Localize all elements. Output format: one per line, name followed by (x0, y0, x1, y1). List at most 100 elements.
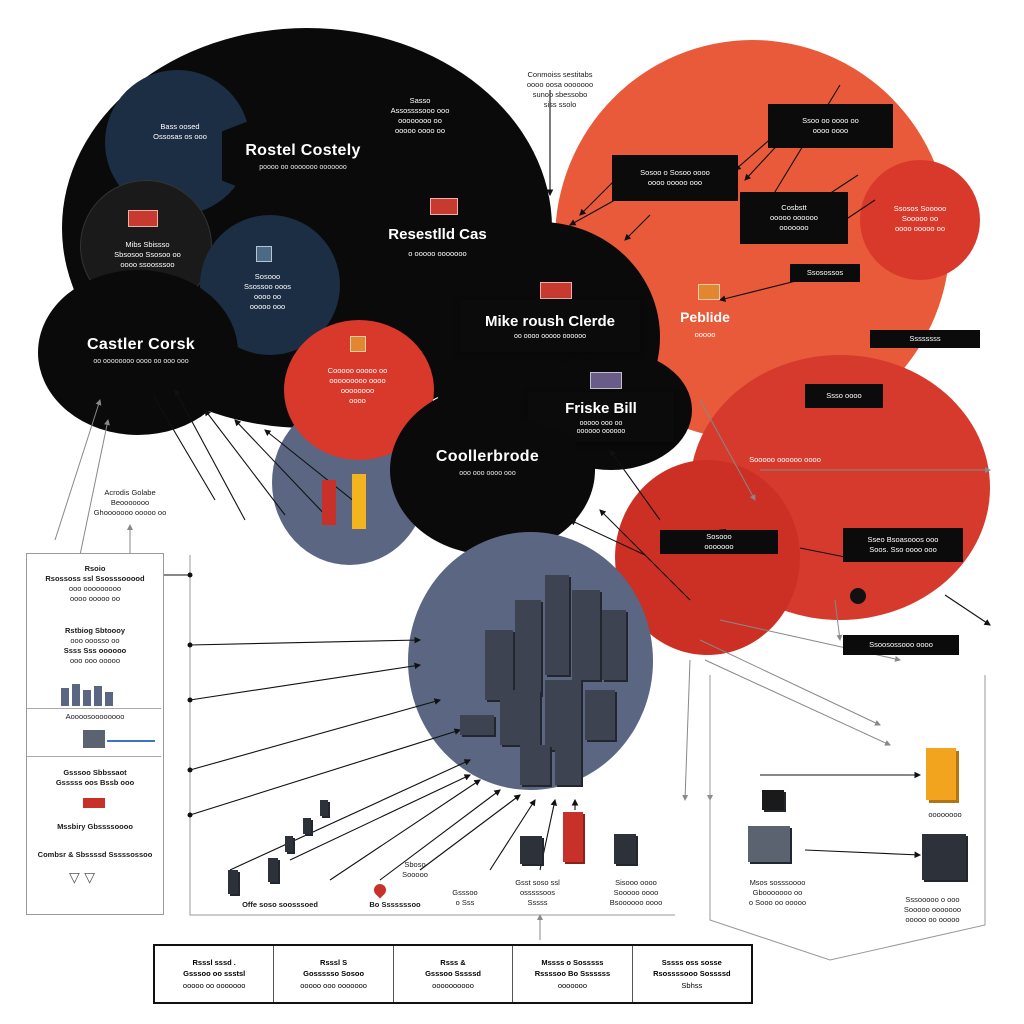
caption-c8-line-1: Sssooooo o ooo (905, 895, 960, 904)
legend-cell-2-line-3: ooooo ooo ooooooo (300, 980, 367, 990)
tag-t5-line-1: Ssssssss (909, 334, 941, 344)
node-coollet-title: Coollerbrode (435, 448, 540, 465)
caption-c4: Gsssoo o Sss (435, 888, 495, 908)
red-bar-icon (322, 480, 336, 525)
navy-circle-2-line-1: Mibs Sbissso (125, 240, 170, 249)
caption-c5-line-1: Gsst soso ssl (515, 878, 560, 887)
legend-cell-2: Rsssl S Gossssso Sosoo ooooo ooo ooooooo (274, 946, 394, 1002)
funnel-icons: ▽ ▽ (69, 870, 95, 886)
tag-t2-line-2: oooo ooooo ooo (647, 178, 703, 187)
left-block-5: Mssbiry Gbssssoooo (31, 822, 159, 832)
legend-cell-2-line-1: Rsssl S (320, 958, 348, 968)
left-block-1-line-4: oooo ooooo oo (69, 594, 121, 604)
caption-c3: Bo Sssssssoo (350, 900, 440, 910)
node-peblide-title: Peblide (680, 309, 730, 325)
left-block-2-line-1: Rstbiog Sbtoooy (65, 626, 125, 635)
left-block-6-line-1: Combsr & Sbssssd Sssssossoo (37, 850, 153, 859)
tag-t3: Cosbstt ooooo oooooo ooooooo (740, 192, 848, 244)
tag-t10: Ssoosossooo oooo (843, 635, 959, 655)
node-castler-title: Castler Corsk (87, 335, 195, 353)
left-block-4-line-1: Gsssoo Sbbssaot (63, 768, 127, 777)
node-respested-title: Resestlld Cas (388, 226, 487, 243)
tool-icon (83, 730, 105, 748)
top-callout-line-2: oooo oosa ooooooo (526, 80, 594, 90)
top-callout-line-1: Conmoiss sestitabs (527, 70, 593, 79)
left-block-5-line-1: Mssbiry Gbssssoooo (57, 822, 133, 831)
red-center-line-3: oooooooo (340, 386, 375, 396)
tag-t3-line-1: Cosbstt (781, 203, 807, 213)
caption-c1-text: Offe soso soosssoed (242, 900, 318, 909)
left-block-1: Rsoio Rsossoss ssl Ssosssooood ooo ooooo… (31, 564, 159, 605)
top-callout-line-3: sunoo sbessobo (532, 90, 588, 100)
tag-t1-line-1: Ssoo oo oooo oo (802, 116, 859, 126)
node-friske-sub: ooooo ooo oo (579, 419, 623, 427)
legend-cell-4-line-3: ooooooo (557, 980, 588, 990)
node-peblide[interactable]: Peblide ooooo (660, 308, 750, 340)
red-right-line-3: oooo ooooo oo (894, 224, 946, 234)
node-mike-sub: oo oooo ooooo oooooo (513, 332, 587, 340)
node-castler-corsk[interactable]: Castler Corsk oo oooooooo oooo oo ooo oo… (55, 300, 227, 400)
navy-circle-3-line-1: Sosooo (254, 272, 281, 281)
left-block-1-line-2: Rsossoss ssl Ssosssooood (45, 574, 145, 584)
caption-c4-line-1: Gsssoo (452, 888, 478, 897)
tag-t2-line-1: Sosoo o Sosoo oooo (640, 168, 710, 178)
navy-circle-1-line-2: Ossosas os ooo (153, 132, 207, 142)
navy-circle-2-text: Mibs Sbissso Sbsosoo Ssosoo oo oooo ssoo… (100, 240, 195, 270)
tag-t4-line-1: Ssosossos (806, 268, 844, 278)
tag-t7-line-1: Sosooo (706, 532, 732, 542)
legend-cell-1: Rsssl sssd . Gsssoo oo ssstsl ooooo oo o… (155, 946, 275, 1002)
navy-circle-3-line-3: oooo oo (253, 292, 282, 302)
legend-cell-1-line-1: Rsssl sssd . (192, 958, 236, 968)
red-lower-right-line-1: Sooooo oooooo oooo (749, 455, 821, 464)
chip-mike (540, 282, 572, 299)
navy-circle-3-line-4: ooooo ooo (249, 302, 286, 312)
red-right-circle (860, 160, 980, 280)
bar-chart-icon (61, 682, 117, 706)
tag-t1-line-2: oooo oooo (812, 126, 849, 135)
legend-cell-3-line-1: Rsss & (440, 958, 466, 968)
top-description-line-4: ooooo oooo oo (394, 126, 446, 136)
tag-t9: Sseo Bsoasooos ooo Soos. Sso oooo ooo (843, 528, 963, 562)
left-block-1-line-3: ooo ooooooooo (68, 584, 122, 594)
yellow-bar-icon (352, 474, 366, 529)
navy-circle-3-line-2: Ssossoo ooos (243, 282, 292, 292)
caption-c4-line-2: o Sss (455, 898, 475, 908)
node-mike-roush-clerde[interactable]: Mike roush Clerde oo oooo ooooo oooooo (460, 300, 640, 352)
node-respested[interactable]: Resestlld Cas o ooooo ooooooo (365, 225, 510, 259)
left-block-2-line-2: ooo ooosso oo (70, 636, 120, 646)
legend-cell-4: Mssss o Sosssss Rssssoo Bo Sssssss ooooo… (513, 946, 633, 1002)
tag-t3-line-3: ooooooo (779, 222, 809, 232)
red-center-line-4: oooo (349, 396, 366, 406)
legend-cell-1-line-3: ooooo oo ooooooo (182, 980, 246, 990)
node-respested-sub: o ooooo ooooooo (408, 249, 467, 259)
tag-t9-line-2: Soos. Sso oooo ooo (869, 545, 937, 554)
caption-c8: Sssooooo o ooo Sooooo ooooooo ooooo oo o… (880, 895, 985, 925)
left-block-6: Combsr & Sbssssd Sssssossoo (31, 850, 159, 860)
red-right-circle-text: Ssosos Sooooo Sooooo oo oooo ooooo oo (866, 204, 974, 234)
red-center-text: Cooooo ooooo oo ooooooooo oooo oooooooo … (300, 366, 415, 407)
tag-t9-line-1: Sseo Bsoasooos ooo (867, 535, 939, 545)
legend-cell-5-line-1: Sssss oss sosse (661, 958, 722, 968)
chip-red-center (350, 336, 366, 352)
red-right-line-2: Sooooo oo (901, 214, 939, 224)
red-center-line-1: Cooooo ooooo oo (327, 366, 388, 375)
node-coollerbrode[interactable]: Coollerbrode ooo ooo oooo ooo (400, 405, 575, 520)
caption-c5-line-3: Sssss (527, 898, 548, 908)
caption-c3-text: Bo Sssssssoo (369, 900, 421, 909)
node-rostel-costely[interactable]: Rostel Costely poooo oo ooooooo ooooooo (222, 100, 384, 212)
red-center-line-2: ooooooooo oooo (329, 376, 386, 386)
caption-c2-line-2: Sooooo (402, 870, 428, 880)
tag-t4: Ssosossos (790, 264, 860, 282)
node-rostel-title: Rostel Costely (245, 141, 361, 159)
caption-c1: Offe soso soosssoed (225, 900, 335, 910)
node-friske-sub-2: oooooo oooooo (576, 427, 626, 435)
left-block-1-line-1: Rsoio (84, 564, 106, 573)
caption-c7-line-2: Gbooooooo oo (752, 888, 803, 898)
chip-respested (430, 198, 458, 215)
left-block-4-line-2: Gsssss oos Bssb ooo (55, 778, 135, 788)
legend-cell-5-line-2: Rsossssooo Sossssd (653, 969, 731, 979)
caption-c5-line-2: osssssoos (519, 888, 555, 898)
node-friske-title: Friske Bill (565, 399, 637, 417)
